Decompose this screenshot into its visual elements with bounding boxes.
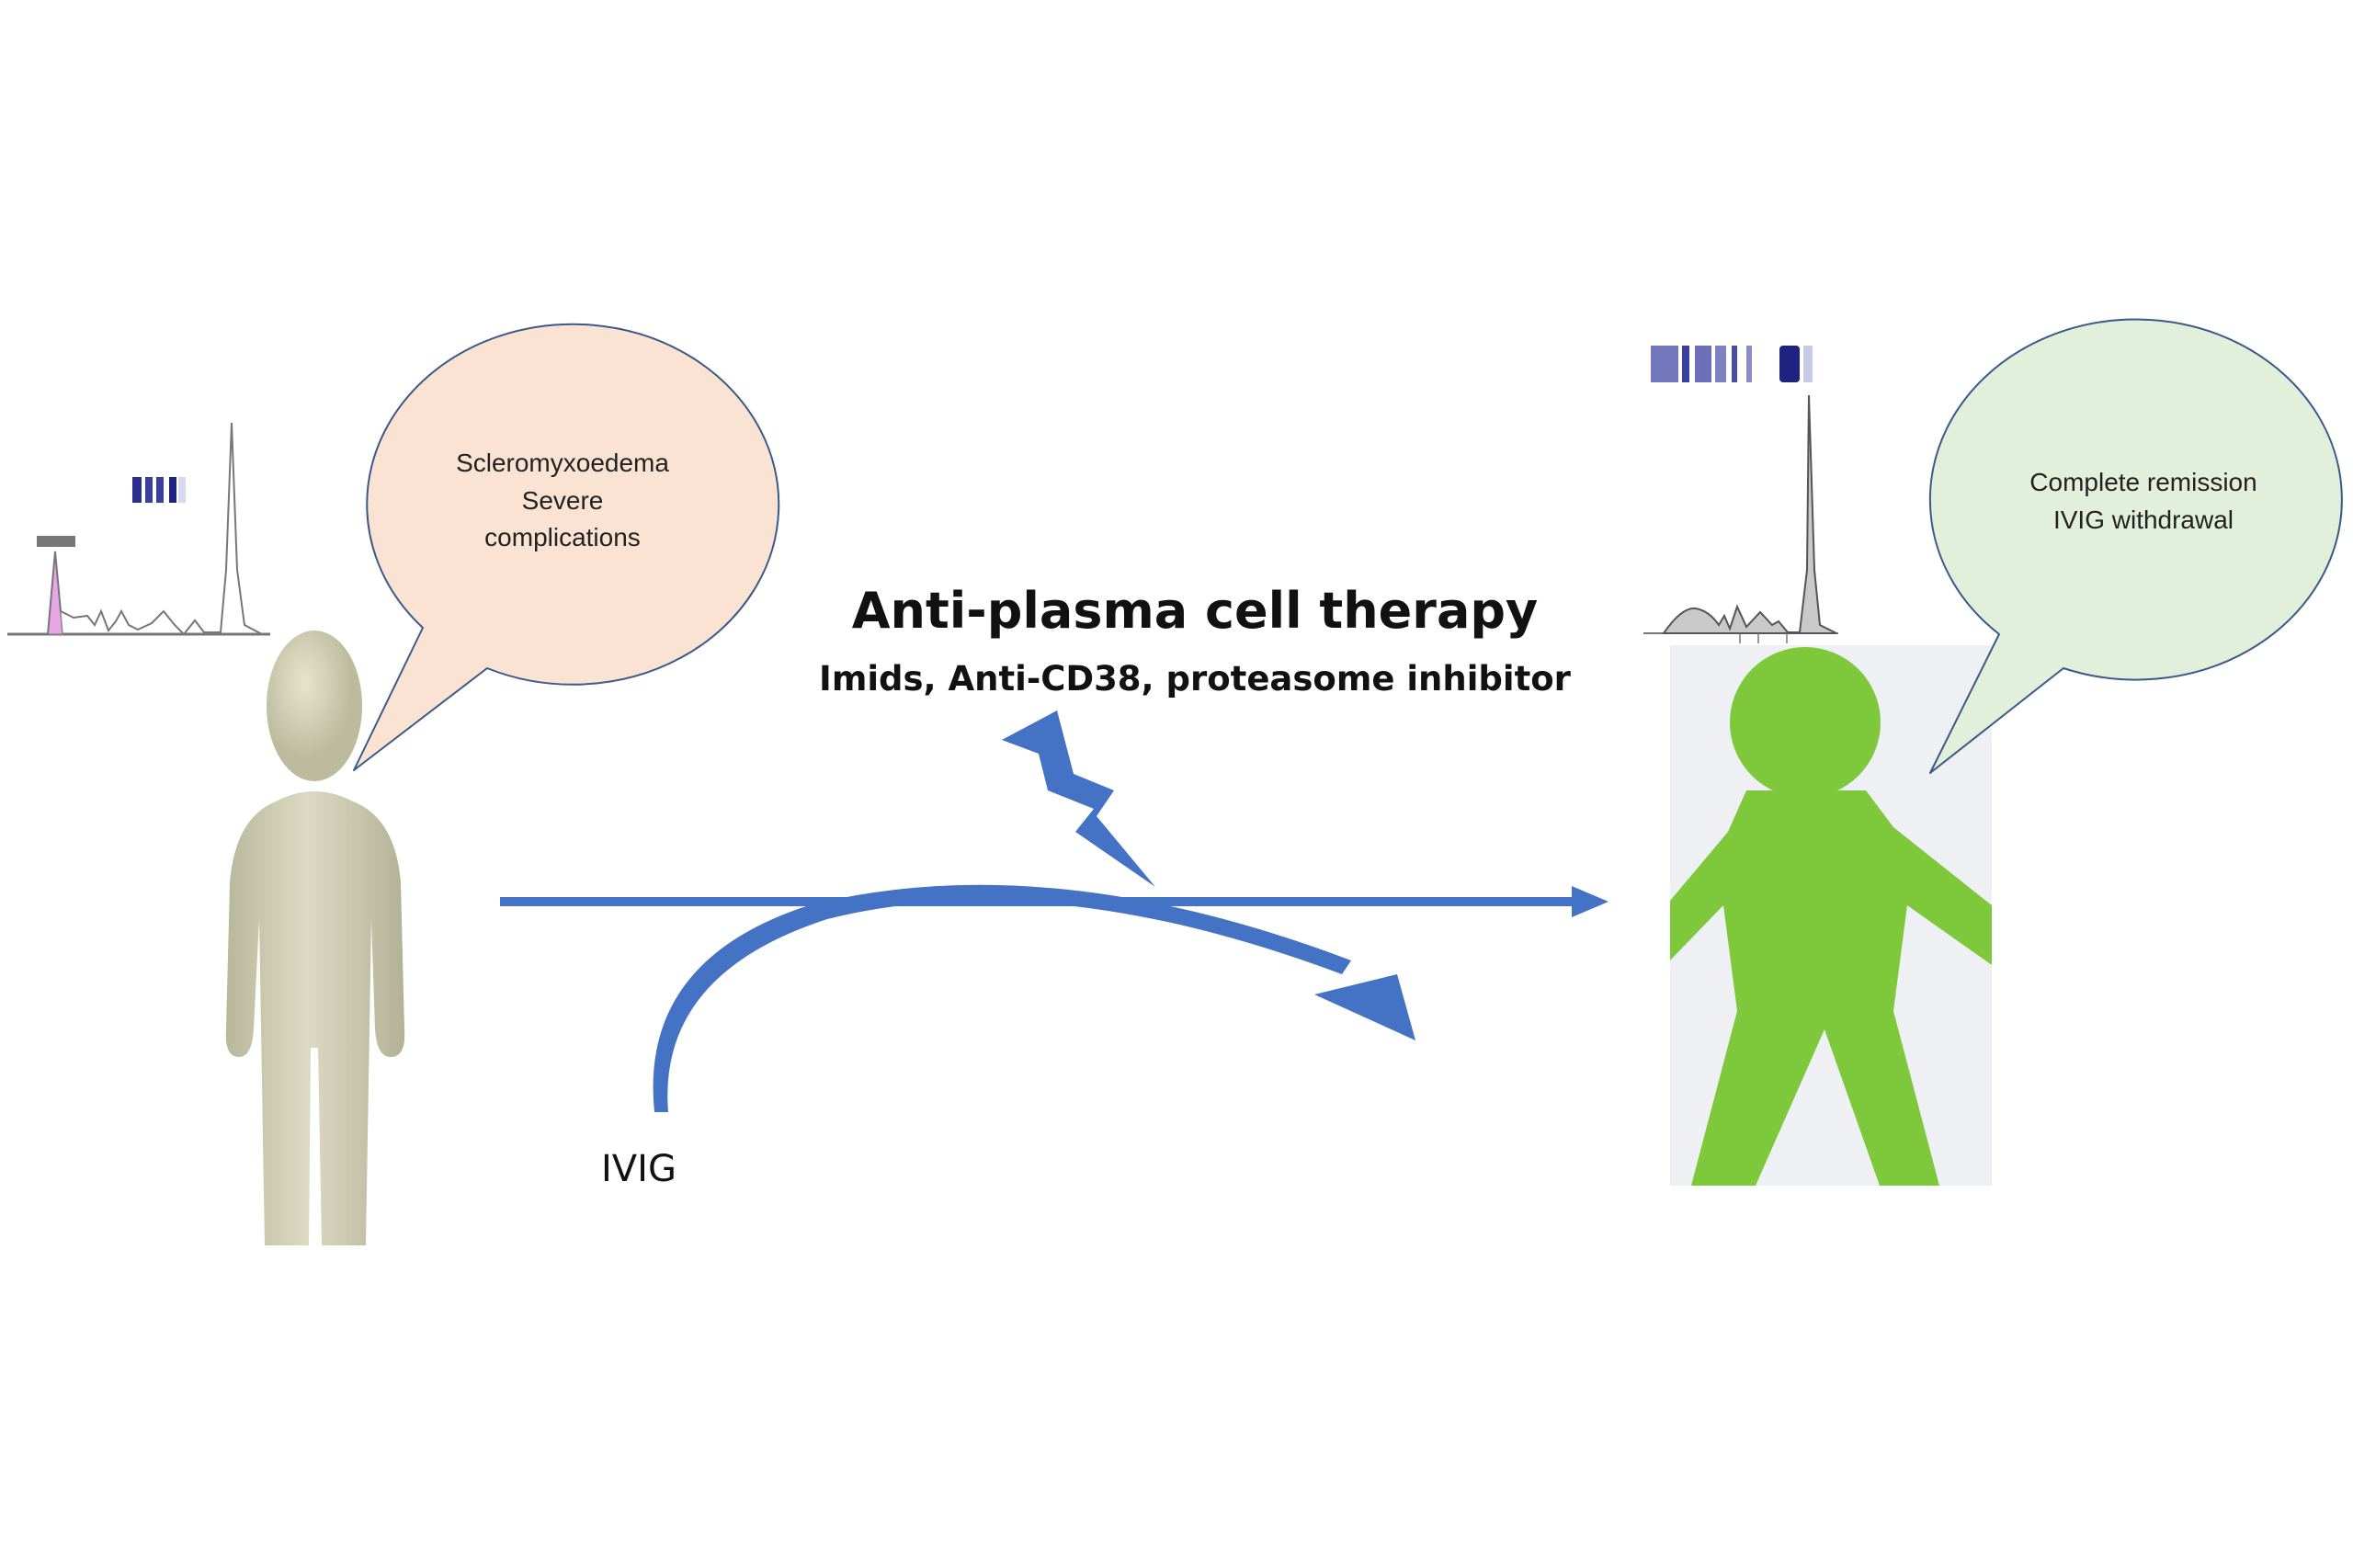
therapy-title: Anti-plasma cell therapy — [852, 582, 1538, 640]
ivig-curved-arrow — [653, 884, 1415, 1112]
right-speech-line-2: IVIG withdrawal — [2053, 506, 2234, 534]
left-speech-line-2: Severe — [522, 486, 604, 515]
left-speech-line-1: Scleromyxoedema — [456, 449, 669, 477]
right-gel-bands — [1651, 346, 1813, 382]
therapy-subtitle: Imids, Anti-CD38, proteasome inhibitor — [819, 659, 1572, 699]
left-speech-bubble: Scleromyxoedema Severe complications — [353, 323, 780, 771]
left-electrophoresis-trace — [7, 422, 270, 636]
right-speech-line-1: Complete remission — [2029, 468, 2256, 496]
peak-marker — [37, 536, 75, 547]
left-patient-figure — [225, 631, 405, 1245]
right-speech-bubble: Complete remission IVIG withdrawal — [1928, 318, 2343, 774]
right-electrophoresis-trace — [1643, 394, 1838, 643]
left-gel-bands — [132, 477, 186, 503]
lightning-bolt-icon — [1002, 710, 1155, 887]
left-speech-line-3: complications — [484, 523, 641, 551]
right-patient-figure — [1670, 645, 1992, 1186]
ivig-label: IVIG — [601, 1148, 676, 1190]
